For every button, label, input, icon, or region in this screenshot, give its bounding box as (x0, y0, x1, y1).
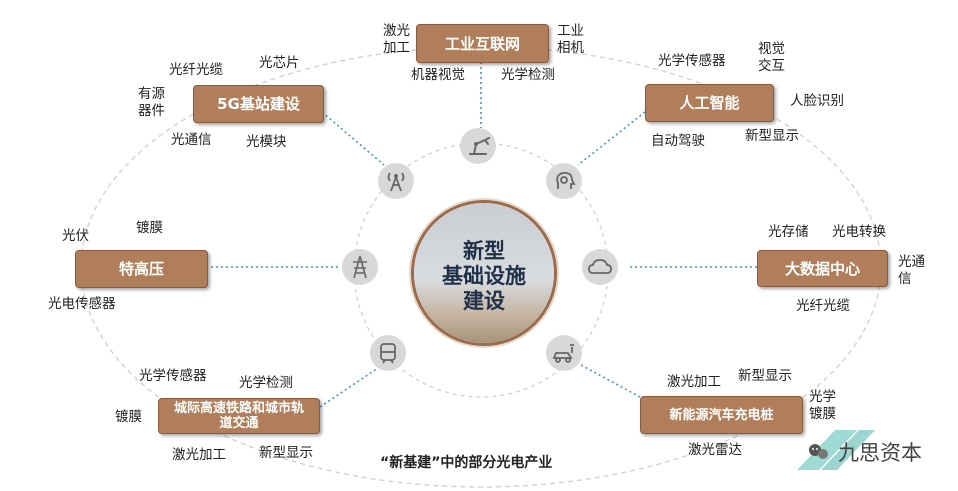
connector-ev-charging (580, 364, 641, 398)
center-title-line: 基础设施 (442, 264, 526, 288)
power-tower-icon (342, 249, 378, 285)
center-photo (414, 203, 554, 343)
connector-5g (321, 111, 385, 166)
watermark-text: 九思资本 (838, 441, 922, 465)
label-lidar: 激光雷达 (688, 442, 742, 458)
label-optical-storage: 光存储 (768, 224, 809, 240)
center-title: 新型 基础设施 建设 (414, 239, 554, 314)
label-industrial-camera: 工业相机 (557, 23, 584, 56)
label-visual-interaction: 视觉交互 (758, 41, 785, 74)
box-uhv: 特高压 (75, 250, 208, 288)
label-new-display: 新型显示 (745, 128, 799, 144)
label-photovoltaic: 光伏 (62, 228, 89, 244)
label-optical-communication: 光通信 (171, 132, 212, 148)
box-ai: 人工智能 (645, 84, 774, 122)
label-new-display: 新型显示 (738, 368, 792, 384)
cloud-icon (582, 249, 618, 285)
label-coating: 镀膜 (115, 409, 142, 425)
robot-arm-icon (460, 128, 496, 164)
label-autonomous-driving: 自动驾驶 (651, 133, 705, 149)
box-rail-transit: 城际高速铁路和城市轨道交通 (158, 398, 320, 434)
train-icon (370, 335, 406, 371)
connector-ai (577, 111, 646, 166)
label-optical-fiber-cable: 光纤光缆 (169, 62, 223, 78)
label-active-device: 有源器件 (138, 86, 165, 119)
center-circle: 新型 基础设施 建设 (411, 200, 557, 346)
label-optical-sensor: 光学传感器 (139, 368, 207, 384)
box-5g: 5G基站建设 (193, 85, 324, 123)
watermark-logo (797, 430, 875, 470)
label-laser-processing: 激光加工 (667, 374, 721, 390)
center-title-line: 建设 (463, 289, 505, 313)
box-big-data: 大数据中心 (757, 250, 888, 287)
label-laser-processing: 激光加工 (383, 23, 410, 56)
label-coating: 镀膜 (136, 220, 163, 236)
label-optical-communication: 光通信 (898, 254, 925, 287)
label-optical-sensor: 光学传感器 (658, 53, 726, 69)
label-optoelectronic-conversion: 光电转换 (832, 224, 886, 240)
label-optical-module: 光模块 (246, 134, 287, 150)
box-ev-charging: 新能源汽车充电桩 (640, 396, 803, 434)
label-optical-fiber-cable: 光纤光缆 (796, 298, 850, 314)
center-title-line: 新型 (463, 239, 505, 263)
label-photoelectric-sensor: 光电传感器 (48, 296, 116, 312)
label-optical-inspection: 光学检测 (239, 375, 293, 391)
label-machine-vision: 机器视觉 (411, 67, 465, 83)
ai-head-icon (546, 163, 582, 199)
antenna-icon (378, 163, 414, 199)
label-face-recognition: 人脸识别 (790, 93, 844, 109)
diagram-caption: “新基建”中的部分光电产业 (380, 455, 553, 471)
label-optical-inspection: 光学检测 (501, 67, 555, 83)
label-optical-chip: 光芯片 (259, 55, 300, 71)
box-industrial-internet: 工业互联网 (416, 24, 549, 63)
label-laser-processing: 激光加工 (172, 447, 226, 463)
label-optical-coating: 光学镀膜 (809, 389, 836, 422)
label-new-display: 新型显示 (259, 445, 313, 461)
connector-rail-transit (319, 367, 379, 408)
